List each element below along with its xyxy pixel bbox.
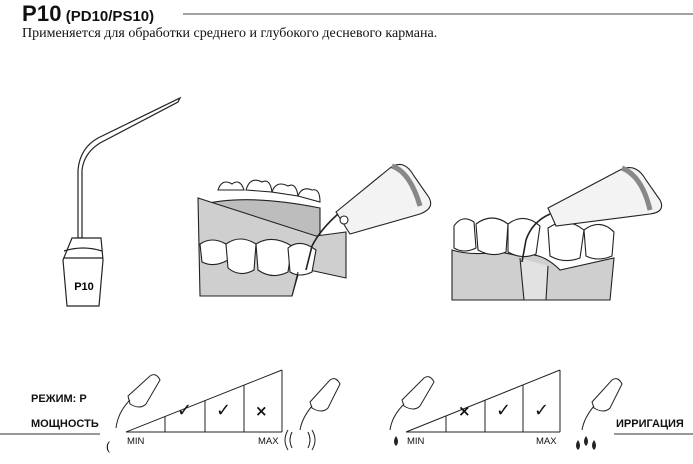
power-max-label: MAX xyxy=(258,436,279,447)
irrigation-scale xyxy=(405,369,561,433)
tip-description: Применяется для обработки среднего и глу… xyxy=(22,26,438,41)
irrigation-max-label: MAX xyxy=(536,436,557,447)
irrigation-label: ИРРИГАЦИЯ xyxy=(616,418,684,430)
scaler-tip-illustration xyxy=(62,96,182,307)
cross-mark-icon: × xyxy=(255,402,268,420)
handpiece-right xyxy=(521,165,663,263)
power-min-label: MIN xyxy=(127,436,145,447)
tip-engraving: P10 xyxy=(74,281,94,293)
handpiece-left xyxy=(305,163,432,271)
water-drop-icon xyxy=(394,436,596,450)
power-handpiece-icon xyxy=(115,374,161,429)
irrigation-min-label: MIN xyxy=(407,436,425,447)
check-mark-icon: ✓ xyxy=(216,400,232,421)
jaw-illustration-left xyxy=(197,179,347,297)
tip-code: P10 xyxy=(22,1,62,26)
irrigation-max-handpiece-icon xyxy=(581,378,623,431)
jaw-illustration-right xyxy=(451,217,615,301)
mode-label: РЕЖИМ: P xyxy=(31,393,87,405)
power-label: МОЩНОСТЬ xyxy=(31,418,99,430)
check-mark-icon: ✓ xyxy=(534,400,550,421)
min-vibration-icon: ( xyxy=(106,439,110,453)
check-mark-icon: ✓ xyxy=(177,400,193,421)
power-max-handpiece-icon xyxy=(299,378,341,431)
page-title: P10(PD10/PS10) xyxy=(22,1,154,27)
check-mark-icon: ✓ xyxy=(496,400,512,421)
power-scale xyxy=(125,369,283,433)
cross-mark-icon: × xyxy=(458,402,471,420)
vibration-waves-icon xyxy=(284,429,316,451)
tip-models: (PD10/PS10) xyxy=(65,8,155,25)
irrigation-min-handpiece-icon xyxy=(389,376,435,431)
